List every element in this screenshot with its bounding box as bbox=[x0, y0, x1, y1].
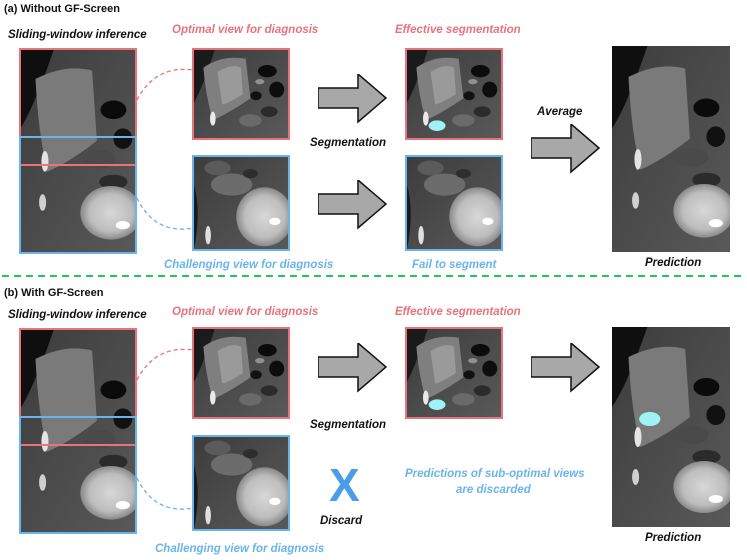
optimal-view-crop-b bbox=[192, 327, 290, 419]
challenging-view-crop-a bbox=[192, 155, 290, 251]
effective-seg-label-a: Effective segmentation bbox=[395, 24, 521, 36]
optimal-view-crop-a bbox=[192, 48, 290, 140]
dashed-connectors-a bbox=[136, 68, 194, 230]
prediction-label-a: Prediction bbox=[645, 257, 702, 269]
ct-crop-image bbox=[194, 437, 288, 529]
optimal-view-label-b: Optimal view for diagnosis bbox=[172, 306, 319, 318]
ct-scan-image bbox=[612, 46, 730, 252]
prediction-image-b bbox=[612, 327, 730, 527]
optimal-window-box-b bbox=[19, 328, 137, 446]
sliding-window-label-a: Sliding-window inference bbox=[8, 29, 147, 41]
fail-segment-label-a: Fail to segment bbox=[412, 259, 497, 271]
ct-crop-image bbox=[407, 157, 501, 249]
discarded-note-line2: are discarded bbox=[456, 484, 531, 496]
prediction-label-b: Prediction bbox=[645, 532, 702, 544]
ct-crop-image bbox=[194, 50, 288, 138]
discard-label: Discard bbox=[320, 515, 363, 527]
dashed-connectors-b bbox=[136, 348, 194, 510]
average-label: Average bbox=[537, 106, 583, 118]
section-divider bbox=[2, 275, 745, 277]
arrow-icon bbox=[531, 343, 600, 392]
challenging-view-label-b: Challenging view for diagnosis bbox=[155, 543, 325, 555]
effective-seg-label-b: Effective segmentation bbox=[395, 306, 521, 318]
arrow-icon bbox=[531, 124, 600, 173]
segmentation-label-a: Segmentation bbox=[310, 137, 387, 149]
ct-crop-image bbox=[407, 329, 501, 417]
fail-seg-crop-a bbox=[405, 155, 503, 251]
ct-crop-image bbox=[407, 50, 501, 138]
ct-crop-image bbox=[194, 329, 288, 417]
arrow-icon bbox=[318, 180, 387, 229]
section-a-title: (a) Without GF-Screen bbox=[4, 3, 121, 15]
discard-x-icon: X bbox=[329, 459, 360, 511]
challenging-window-box-b bbox=[19, 416, 137, 534]
ct-scan-image bbox=[612, 327, 730, 527]
ct-crop-image bbox=[194, 157, 288, 249]
segmentation-label-b: Segmentation bbox=[310, 419, 387, 431]
challenging-window-box-a bbox=[19, 136, 137, 254]
optimal-view-label-a: Optimal view for diagnosis bbox=[172, 24, 319, 36]
arrow-icon bbox=[318, 74, 387, 123]
challenging-view-label-a: Challenging view for diagnosis bbox=[164, 259, 334, 271]
challenging-view-crop-b bbox=[192, 435, 290, 531]
optimal-window-box-a bbox=[19, 48, 137, 166]
effective-seg-crop-a bbox=[405, 48, 503, 140]
effective-seg-crop-b bbox=[405, 327, 503, 419]
section-b-title: (b) With GF-Screen bbox=[4, 287, 104, 299]
prediction-image-a bbox=[612, 46, 730, 252]
arrow-icon bbox=[318, 343, 387, 392]
sliding-window-label-b: Sliding-window inference bbox=[8, 309, 147, 321]
discarded-note-line1: Predictions of sub-optimal views bbox=[405, 468, 585, 480]
